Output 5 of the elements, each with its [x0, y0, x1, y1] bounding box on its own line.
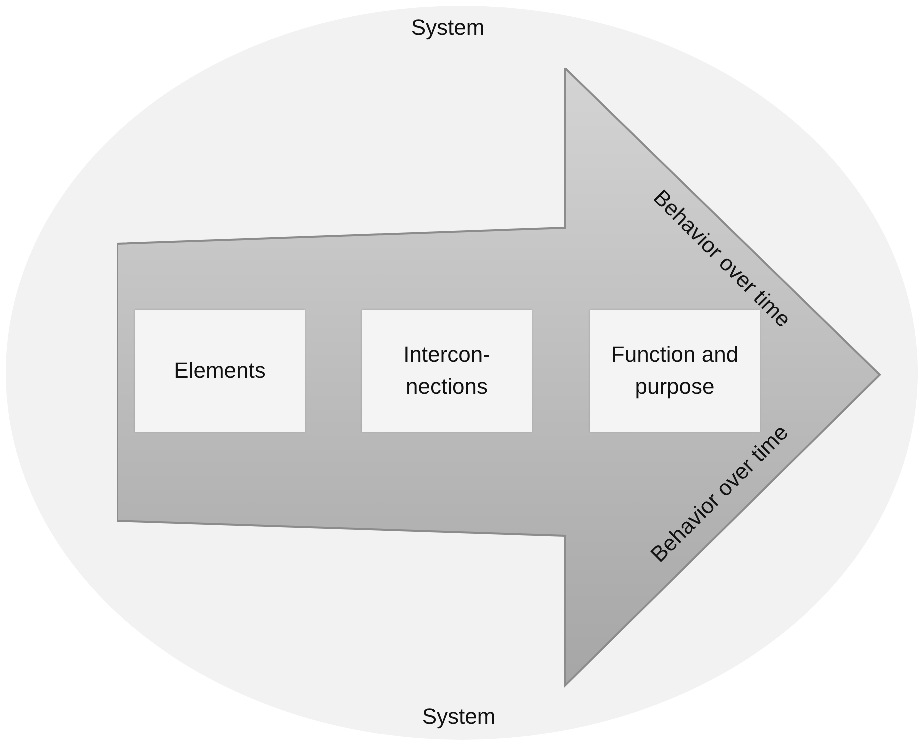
concept-box: Elements: [135, 310, 305, 432]
concept-box: Function and purpose: [590, 310, 760, 432]
ellipse-label: System: [411, 14, 485, 42]
concept-box: Intercon- nections: [362, 310, 532, 432]
ellipse-label: System: [422, 704, 496, 730]
